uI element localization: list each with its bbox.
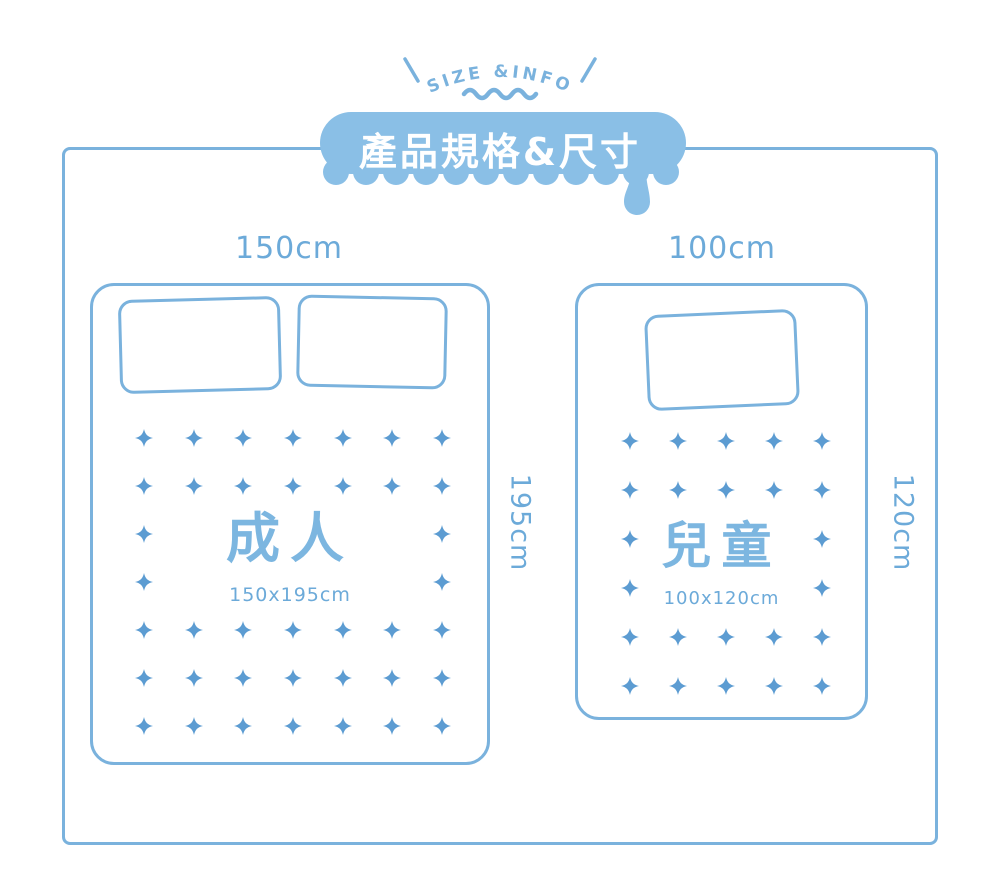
- child-bed-outline: 兒童 100x120cm: [575, 283, 868, 720]
- child-height-label: 120cm: [887, 473, 919, 572]
- sparkle-icon: [798, 465, 846, 514]
- sparkle-icon: [798, 514, 846, 563]
- sparkle-icon: [268, 606, 318, 654]
- sparkle-icon: [654, 612, 702, 661]
- sparkle-icon: [169, 702, 219, 750]
- sparkle-icon: [218, 702, 268, 750]
- sparkle-icon: [218, 654, 268, 702]
- sparkle-icon: [702, 416, 750, 465]
- adult-bed-outline: 成人 150x195cm: [90, 283, 490, 765]
- child-sparkle-grid: [606, 416, 846, 710]
- badge-blob: [320, 112, 686, 215]
- drip-icon: [624, 160, 650, 215]
- adult-width-label: 150cm: [235, 231, 343, 266]
- sparkle-icon: [606, 661, 654, 710]
- right-tick-icon: [580, 57, 597, 83]
- sparkle-icon: [368, 654, 418, 702]
- sparkle-icon: [798, 661, 846, 710]
- sparkle-icon: [318, 606, 368, 654]
- sparkle-icon: [417, 702, 467, 750]
- sparkle-icon: [606, 416, 654, 465]
- sparkle-icon: [119, 606, 169, 654]
- sparkle-icon: [606, 465, 654, 514]
- sparkle-icon: [702, 612, 750, 661]
- pillow-icon: [643, 308, 801, 412]
- sparkle-icon: [318, 462, 368, 510]
- sparkle-icon: [218, 414, 268, 462]
- sparkle-icon: [654, 465, 702, 514]
- sparkle-icon: [119, 414, 169, 462]
- sparkle-icon: [268, 414, 318, 462]
- sparkle-icon: [169, 654, 219, 702]
- child-bed-text: 兒童 100x120cm: [578, 517, 865, 609]
- badge-title: 產品規格&尺寸: [358, 129, 642, 174]
- sparkle-icon: [702, 661, 750, 710]
- sparkle-icon: [268, 702, 318, 750]
- pillow-icon: [296, 294, 448, 390]
- sparkle-icon: [218, 462, 268, 510]
- child-width-label: 100cm: [668, 231, 776, 266]
- wave-icon: [461, 87, 539, 101]
- adult-dimensions: 150x195cm: [229, 584, 351, 607]
- sparkle-icon: [268, 654, 318, 702]
- adult-name: 成人: [226, 507, 354, 570]
- sparkle-icon: [119, 654, 169, 702]
- sparkle-icon: [368, 414, 418, 462]
- sparkle-icon: [368, 606, 418, 654]
- sparkle-icon: [417, 558, 467, 606]
- sparkle-icon: [169, 414, 219, 462]
- sparkle-icon: [169, 462, 219, 510]
- adult-bed-text: 成人 150x195cm: [93, 507, 487, 607]
- sparkle-icon: [606, 563, 654, 612]
- adult-sparkle-grid: [119, 414, 467, 750]
- sparkle-icon: [798, 563, 846, 612]
- sparkle-icon: [417, 462, 467, 510]
- sparkle-icon: [798, 612, 846, 661]
- sparkle-icon: [169, 606, 219, 654]
- sparkle-icon: [368, 702, 418, 750]
- sparkle-icon: [702, 465, 750, 514]
- sparkle-icon: [417, 606, 467, 654]
- left-tick-icon: [403, 57, 420, 83]
- sparkle-icon: [119, 510, 169, 558]
- adult-height-label: 195cm: [504, 473, 536, 572]
- sparkle-icon: [318, 654, 368, 702]
- sparkle-icon: [798, 416, 846, 465]
- sparkle-icon: [606, 514, 654, 563]
- sparkle-icon: [750, 465, 798, 514]
- sparkle-icon: [218, 606, 268, 654]
- sparkle-icon: [368, 462, 418, 510]
- sparkle-icon: [750, 661, 798, 710]
- child-dimensions: 100x120cm: [663, 587, 780, 609]
- sparkle-icon: [417, 510, 467, 558]
- child-name: 兒童: [661, 517, 782, 575]
- sparkle-icon: [654, 661, 702, 710]
- sparkle-icon: [654, 416, 702, 465]
- sparkle-icon: [606, 612, 654, 661]
- sparkle-icon: [119, 702, 169, 750]
- sparkle-icon: [318, 702, 368, 750]
- sparkle-icon: [750, 416, 798, 465]
- sparkle-icon: [417, 654, 467, 702]
- pillow-icon: [117, 295, 283, 395]
- sparkle-icon: [750, 612, 798, 661]
- sparkle-icon: [119, 558, 169, 606]
- sparkle-icon: [318, 414, 368, 462]
- sparkle-icon: [119, 462, 169, 510]
- sparkle-icon: [268, 462, 318, 510]
- sparkle-icon: [417, 414, 467, 462]
